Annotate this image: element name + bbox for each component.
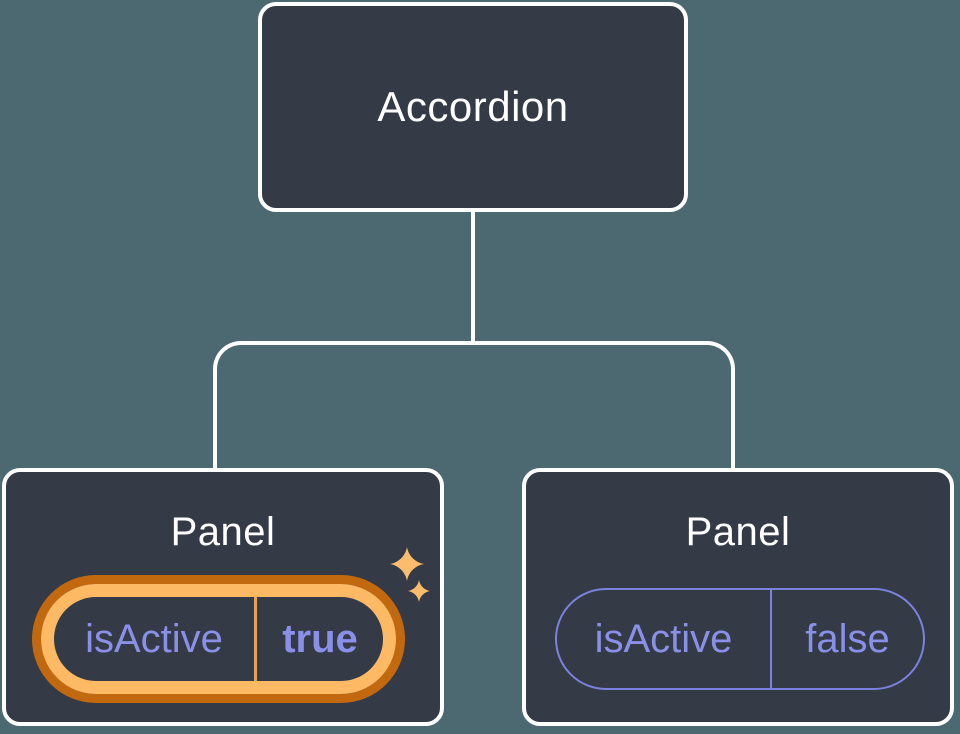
prop-pill-inactive: isActive false [555, 588, 925, 690]
accordion-node-label: Accordion [377, 83, 569, 130]
prop-name: isActive [557, 590, 772, 688]
prop-value: false [805, 616, 890, 661]
panel-node-inactive: Panel isActive false [522, 468, 954, 726]
accordion-node: Accordion [258, 2, 688, 212]
prop-name: isActive [54, 597, 257, 681]
sparkle-icon-large [390, 547, 424, 581]
panel-node-label: Panel [170, 510, 276, 554]
connector-root-line [471, 207, 475, 345]
connector-branch-lines [213, 341, 735, 472]
prop-pill-active: isActive true [41, 584, 396, 694]
sparkle-icon-small [408, 580, 430, 602]
panel-node-label: Panel [685, 510, 791, 554]
prop-value: true [282, 616, 358, 661]
panel-node-active: Panel isActive true [2, 468, 444, 726]
